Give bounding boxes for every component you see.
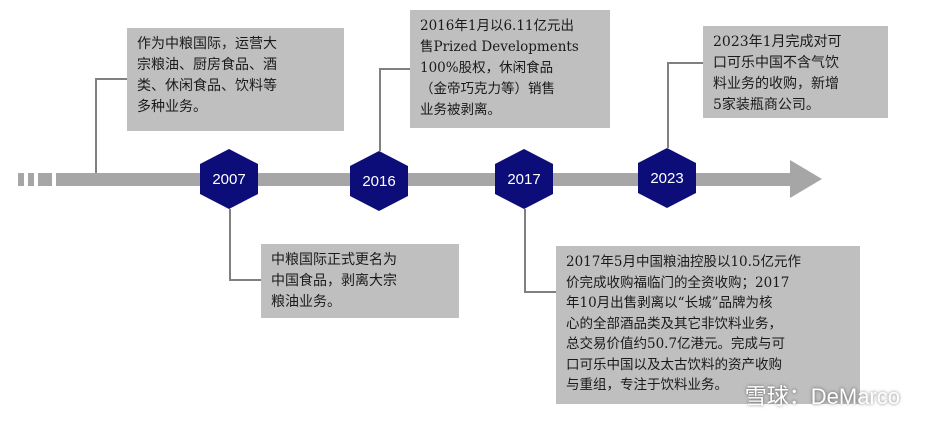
connector-2023-v — [667, 62, 669, 148]
year-label-2007: 2007 — [212, 171, 245, 188]
hexagon-icon — [350, 151, 408, 211]
event-box-2023: 2023年1月完成对可 口可乐中国不含气饮 料业务的收购，新增 5家装瓶商公司。 — [703, 26, 888, 118]
axis-dash — [18, 173, 24, 186]
connector-2007-top-h — [95, 78, 127, 80]
year-marker-2007: 2007 — [200, 149, 258, 209]
event-box-2016: 2016年1月以6.11亿元出 售Prized Developments 100… — [410, 10, 610, 128]
connector-2017-v — [524, 209, 526, 292]
year-marker-2017: 2017 — [495, 149, 553, 209]
axis-dash — [28, 173, 34, 186]
event-box-2017: 2017年5月中国粮油控股以10.5亿元作 价完成收购福临门的全资收购；2017… — [556, 246, 860, 404]
watermark: 雪球：DeMarco — [744, 384, 900, 409]
event-box-2007-top: 作为中粮国际，运营大 宗粮油、厨房食品、酒 类、休闲食品、饮料等 多种业务。 — [127, 28, 344, 131]
connector-2016-h — [379, 68, 410, 70]
axis-arrow-icon — [790, 160, 822, 198]
connector-2007-bottom-v — [229, 209, 231, 280]
year-label-2016: 2016 — [362, 173, 395, 190]
event-box-2007-bottom: 中粮国际正式更名为 中国食品，剥离大宗 粮油业务。 — [261, 244, 459, 318]
year-label-2023: 2023 — [650, 170, 683, 187]
year-marker-2023: 2023 — [638, 148, 696, 208]
year-label-2017: 2017 — [507, 171, 540, 188]
axis-dash — [38, 173, 52, 186]
connector-2023-h — [667, 62, 703, 64]
year-marker-2016: 2016 — [350, 151, 408, 211]
connector-2007-top-v — [95, 78, 97, 173]
hexagon-icon — [200, 149, 258, 209]
connector-2016-v — [379, 68, 381, 151]
hexagon-icon — [638, 148, 696, 208]
connector-2017-h — [524, 291, 556, 293]
connector-2007-bottom-h — [229, 279, 261, 281]
hexagon-icon — [495, 149, 553, 209]
